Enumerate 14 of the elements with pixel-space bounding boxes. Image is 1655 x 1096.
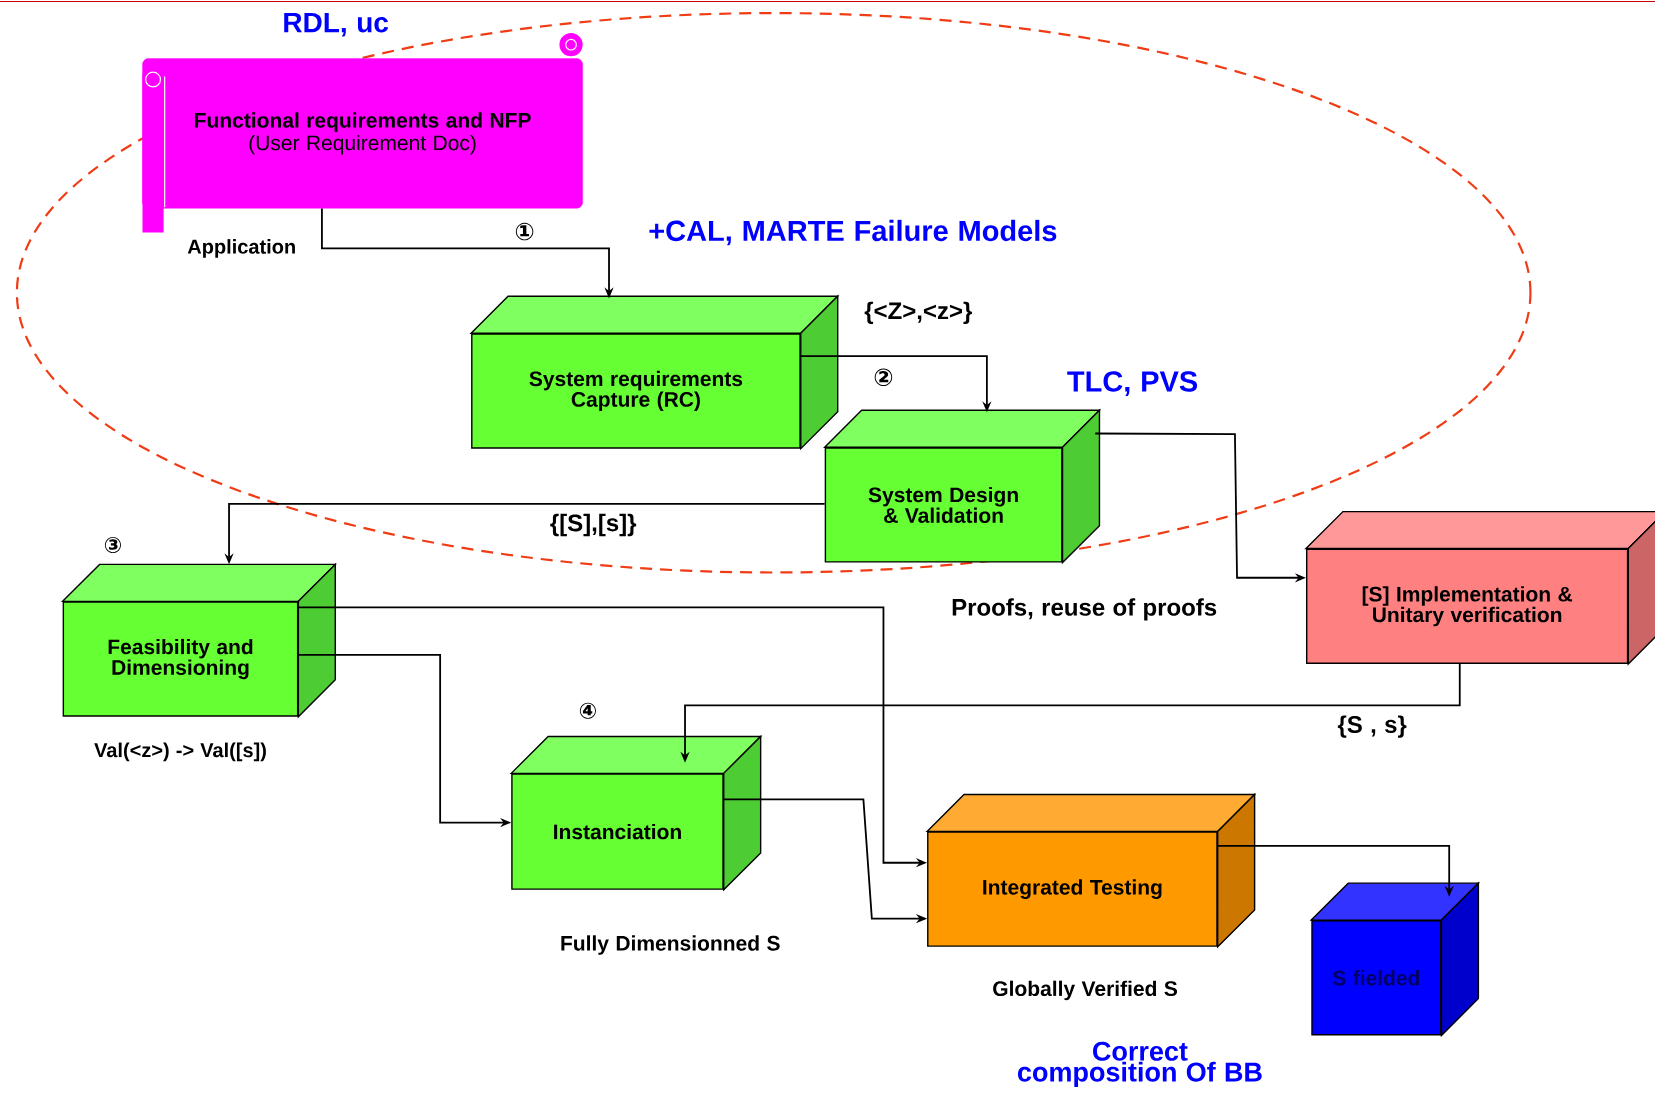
- output-label: Application: [187, 239, 295, 258]
- result-label: Proofs, reuse of proofs: [952, 598, 1217, 621]
- step-number: ④: [579, 702, 596, 719]
- edge-label: {[S],[s]}: [548, 512, 638, 538]
- result-label: Val(<z>) -> Val([s]): [94, 742, 266, 762]
- edge-label: {S , s}: [1336, 714, 1408, 739]
- tool-label: +CAL, MARTE Failure Models: [649, 219, 1057, 246]
- result-label: Globally Verified S: [993, 980, 1178, 1001]
- data-label: {<Z>,<z>}: [864, 301, 972, 324]
- edge-label: ②: [872, 367, 895, 387]
- step-number: ③: [104, 537, 121, 554]
- result-label: Fully Dimensionned S: [561, 935, 780, 955]
- goal-label: Correct composition Of BB: [1018, 1041, 1262, 1087]
- tool-label: TLC, PVS: [1067, 371, 1198, 396]
